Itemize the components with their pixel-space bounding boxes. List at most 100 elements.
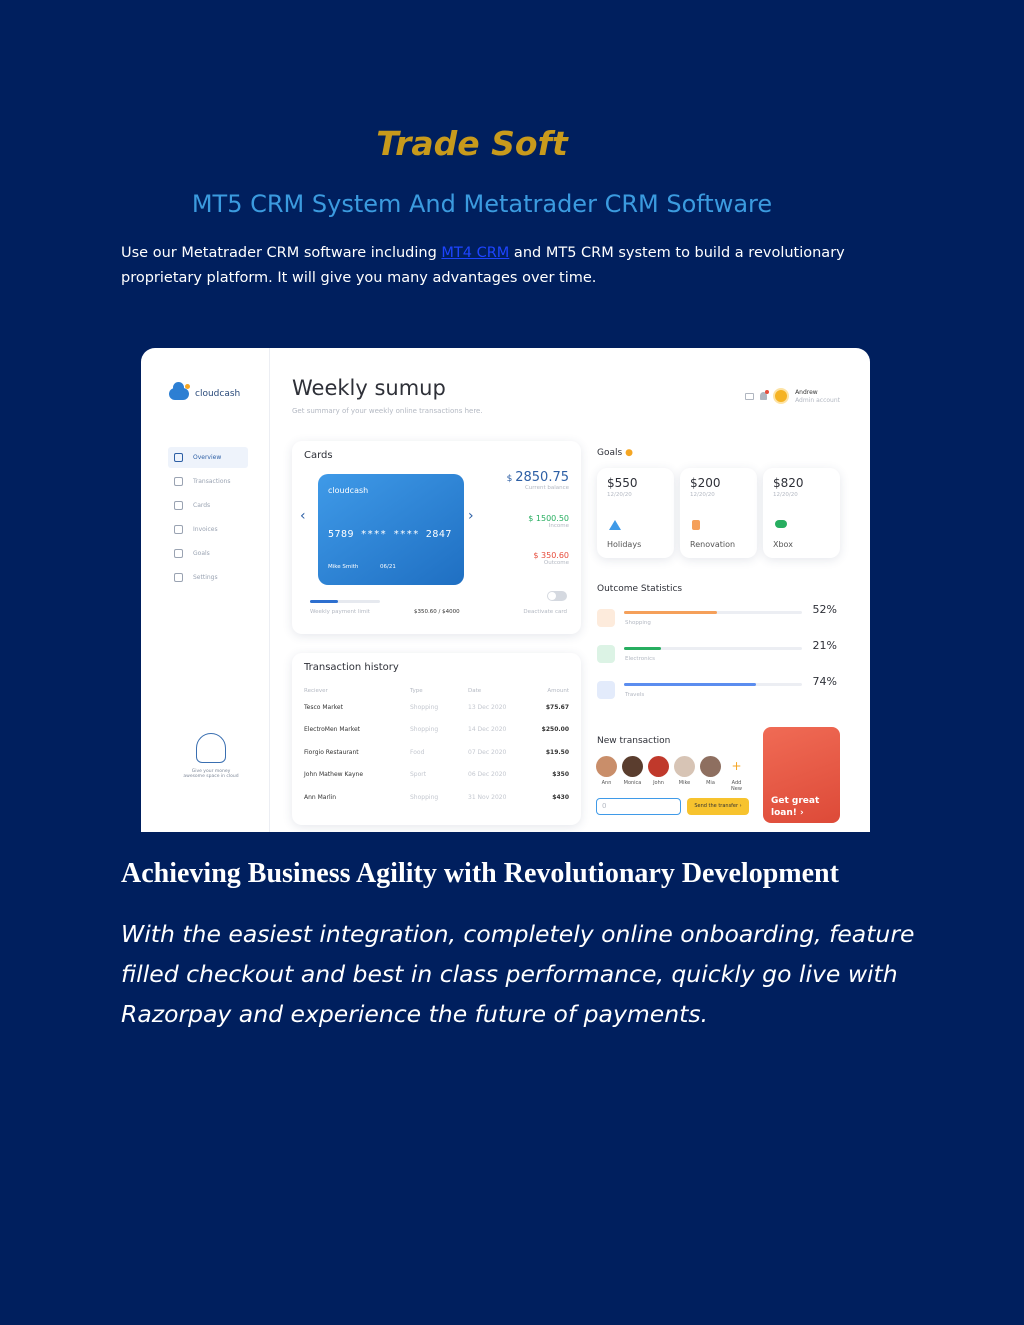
goal-date: 12/20/20 bbox=[773, 492, 798, 498]
card-brand: cloudcash bbox=[328, 486, 369, 495]
amount: $430 bbox=[552, 794, 569, 801]
avatar bbox=[674, 756, 695, 777]
sidebar-item-label: Cards bbox=[193, 502, 211, 509]
intro-text-start: Use our Metatrader CRM software includin… bbox=[121, 245, 442, 261]
page-subtitle: Get summary of your weekly online transa… bbox=[292, 407, 483, 415]
bell-icon[interactable] bbox=[760, 390, 770, 400]
sidebar-item-goals[interactable]: Goals bbox=[168, 543, 248, 564]
stat-label: Electronics bbox=[625, 656, 655, 662]
person[interactable]: Monica bbox=[622, 756, 643, 792]
person-name: Mike bbox=[678, 780, 691, 786]
chevron-left-icon[interactable]: ‹ bbox=[300, 508, 306, 524]
person[interactable]: John bbox=[648, 756, 669, 792]
plane-icon bbox=[597, 681, 615, 699]
amount: $75.67 bbox=[545, 704, 569, 711]
stat-percent: 52% bbox=[812, 603, 837, 616]
goal-value: $200 bbox=[690, 476, 721, 490]
type: Food bbox=[410, 749, 425, 756]
sidebar-item-settings[interactable]: Settings bbox=[168, 567, 248, 588]
gamepad-icon bbox=[775, 520, 787, 528]
amount: $19.50 bbox=[545, 749, 569, 756]
sidebar-item-label: Overview bbox=[193, 454, 222, 461]
income-label: Income bbox=[548, 523, 569, 529]
outcome-label: Outcome bbox=[543, 560, 569, 566]
sidebar-item-overview[interactable]: Overview bbox=[168, 447, 248, 468]
currency-symbol: $ bbox=[506, 474, 516, 484]
avatar bbox=[596, 756, 617, 777]
type: Shopping bbox=[410, 794, 439, 801]
receiver: John Mathew Kayne bbox=[304, 771, 364, 778]
date: 14 Dec 2020 bbox=[468, 726, 507, 733]
stat-bar bbox=[624, 647, 802, 650]
balance-value: $ 2850.75 bbox=[507, 470, 569, 485]
loan-card[interactable]: Get great loan! › bbox=[763, 727, 840, 823]
avatar bbox=[622, 756, 643, 777]
type: Sport bbox=[410, 771, 427, 778]
deactivate-toggle[interactable] bbox=[547, 591, 567, 601]
limit-track bbox=[310, 600, 380, 603]
transaction-panel: Transaction history Reciever Type Date A… bbox=[292, 653, 581, 825]
send-transfer-button[interactable]: Send the transfer › bbox=[687, 798, 749, 815]
plus-icon: + bbox=[726, 756, 747, 777]
limit-value: $350.60 / $4000 bbox=[414, 609, 460, 615]
trophy-icon bbox=[174, 549, 183, 558]
loan-text: Get great loan! › bbox=[771, 796, 820, 818]
person-name: Add New bbox=[731, 780, 742, 792]
mail-icon[interactable] bbox=[745, 392, 755, 400]
limit-fill bbox=[310, 600, 339, 603]
paint-roller-icon bbox=[692, 520, 700, 530]
sidebar-item-invoices[interactable]: Invoices bbox=[168, 519, 248, 540]
cloud-upload-icon bbox=[196, 733, 226, 763]
new-transaction-title: New transaction bbox=[597, 736, 671, 746]
add-person[interactable]: + Add New bbox=[726, 756, 747, 792]
amount: $350 bbox=[552, 771, 569, 778]
card-icon bbox=[174, 501, 183, 510]
stat-fill bbox=[624, 611, 717, 614]
stat-fill bbox=[624, 647, 662, 650]
plus-circle-icon[interactable]: ● bbox=[625, 448, 633, 458]
mt4-crm-link[interactable]: MT4 CRM bbox=[441, 245, 510, 261]
sidebar-item-cards[interactable]: Cards bbox=[168, 495, 248, 516]
stat-percent: 21% bbox=[812, 639, 837, 652]
truck-icon bbox=[597, 645, 615, 663]
outcome-title: Outcome Statistics bbox=[597, 584, 683, 594]
goal-value: $550 bbox=[607, 476, 638, 490]
mountain-icon bbox=[609, 520, 621, 530]
table-row[interactable]: John Mathew Kayne Sport 06 Dec 2020 $350 bbox=[304, 771, 569, 793]
receiver: Fiorgio Restaurant bbox=[304, 749, 359, 756]
sidebar-item-label: Invoices bbox=[193, 526, 218, 533]
avatar[interactable] bbox=[773, 388, 790, 404]
goal-value: $820 bbox=[773, 476, 804, 490]
credit-card[interactable]: cloudcash 5789 **** **** 2847 Mike Smith… bbox=[318, 474, 464, 585]
main-area: Weekly sumup Get summary of your weekly … bbox=[292, 348, 870, 832]
sidebar-item-label: Goals bbox=[193, 550, 210, 557]
date: 13 Dec 2020 bbox=[468, 704, 507, 711]
transaction-title: Transaction history bbox=[304, 662, 399, 673]
person-name: Monica bbox=[623, 780, 642, 786]
cards-title: Cards bbox=[304, 450, 333, 461]
chevron-right-icon[interactable]: › bbox=[468, 508, 474, 524]
income-value: $ 1500.50 bbox=[528, 514, 569, 523]
card-holder: Mike Smith bbox=[328, 564, 359, 570]
person[interactable]: Ann bbox=[596, 756, 617, 792]
person[interactable]: Mia bbox=[700, 756, 721, 792]
date: 06 Dec 2020 bbox=[468, 771, 507, 778]
cart-icon bbox=[597, 609, 615, 627]
page-subtitle: MT5 CRM System And Metatrader CRM Softwa… bbox=[191, 190, 773, 218]
amount-input[interactable]: 0 bbox=[596, 798, 681, 815]
person-name: John bbox=[653, 780, 664, 786]
person[interactable]: Mike bbox=[674, 756, 695, 792]
sidebar-item-transactions[interactable]: Transactions bbox=[168, 471, 248, 492]
logo: cloudcash bbox=[169, 382, 240, 400]
